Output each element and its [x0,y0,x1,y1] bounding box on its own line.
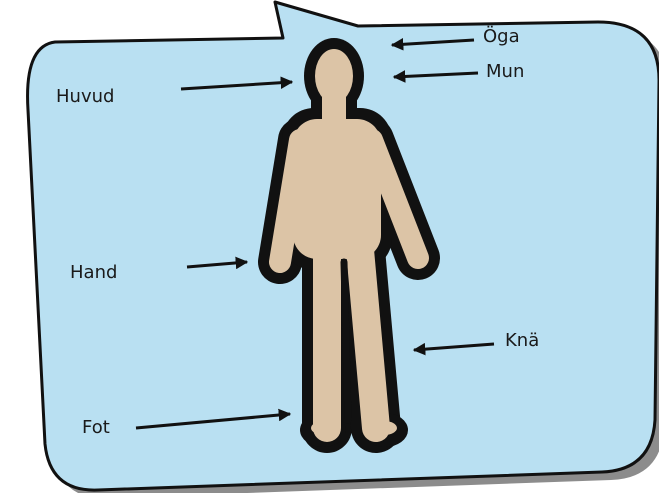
label-hand: Hand [70,264,117,282]
label-head: Huvud [56,88,114,106]
label-mouth: Mun [486,63,524,81]
label-eye: Öga [483,28,520,46]
label-foot: Fot [82,419,110,437]
label-knee: Knä [505,332,539,350]
